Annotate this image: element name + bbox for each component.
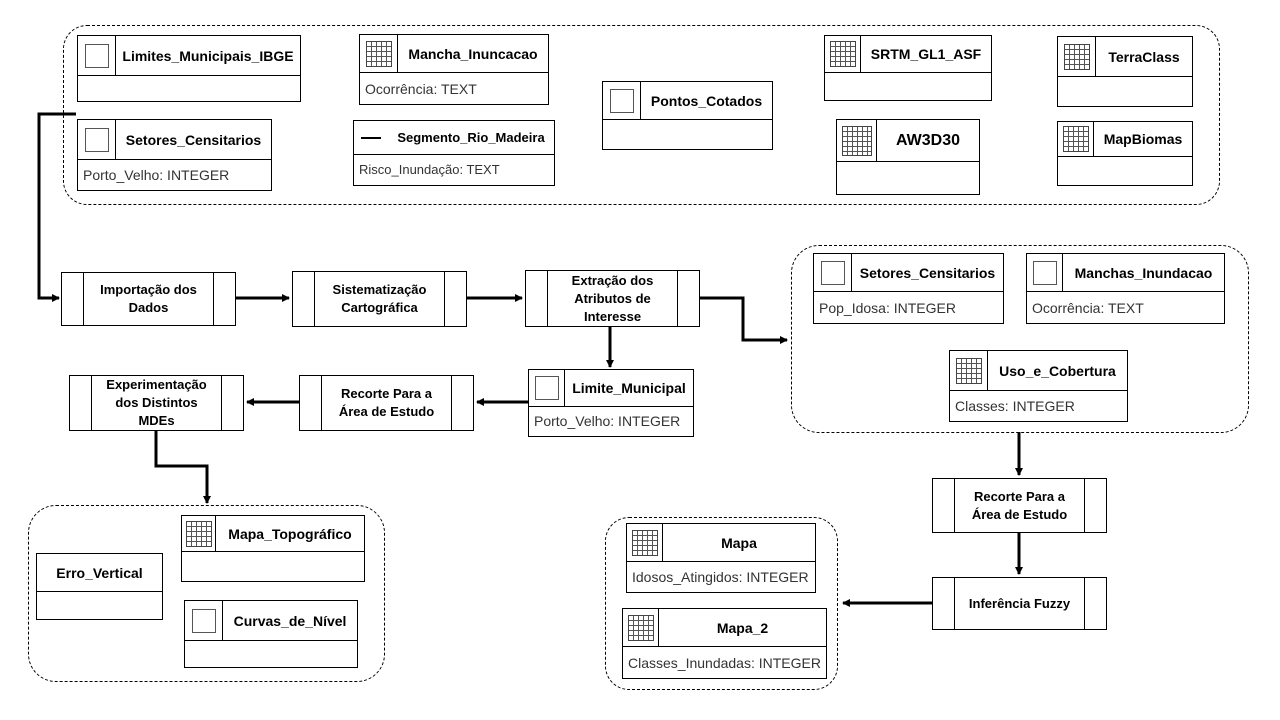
arrow-inputs-to-importacao [37,112,76,302]
process-label: Recorte Para a Área de Estudo [971,488,1068,522]
layer-title: Limites_Municipais_IBGE [122,47,294,64]
layer-title: TerraClass [1108,48,1180,65]
layer-mancha-inuncacao[interactable]: Mancha_Inuncacao Ocorrência: TEXT [359,34,549,105]
arrow-experimentacao-to-outputs [154,431,211,504]
layer-title: Mapa_2 [716,619,769,636]
layer-attribute: Pop_Idosa: INTEGER [819,300,956,316]
process-inferencia-fuzzy[interactable]: Inferência Fuzzy [932,577,1107,630]
layer-setores-censitarios-input[interactable]: Setores_Censitarios Porto_Velho: INTEGER [77,119,272,191]
layer-segmento-rio-madeira[interactable]: Segmento_Rio_Madeira Risco_Inundação: TE… [353,120,555,186]
raster-grid-icon [623,609,659,646]
layer-pontos-cotados[interactable]: Pontos_Cotados [602,81,773,150]
raster-grid-icon [360,35,398,72]
layer-title: Uso_e_Cobertura [999,362,1116,379]
layer-attribute: Porto_Velho: INTEGER [534,413,681,429]
layer-uso-e-cobertura[interactable]: Uso_e_Cobertura Classes: INTEGER [949,350,1128,422]
layer-title: Setores_Censitarios [859,264,996,281]
final-maps-group [605,517,838,690]
layer-attribute: Classes: INTEGER [955,398,1075,414]
process-sistematizacao-cartografica[interactable]: Sistematização Cartográfica [292,271,467,327]
layer-title: MapBiomas [1103,131,1183,147]
polygon-icon [78,36,116,75]
layer-title: Mapa [721,534,757,551]
polygon-icon [603,82,641,119]
dem-outputs-group [28,505,385,682]
process-label: Experimentação dos Distintos MDEs [106,377,207,428]
layer-limite-municipal[interactable]: Limite_Municipal Porto_Velho: INTEGER [528,369,694,437]
raster-grid-icon [837,120,877,161]
process-label: Importação dos Dados [100,282,197,315]
raster-grid-icon [825,36,861,72]
polygon-icon [1027,254,1063,291]
raster-grid-icon [1058,37,1096,76]
layer-mapa-topografico[interactable]: Mapa_Topográfico [181,515,365,582]
layer-srtm-gl1-asf[interactable]: SRTM_GL1_ASF [824,35,992,101]
polygon-icon [529,370,565,406]
layer-attribute: Ocorrência: TEXT [1032,300,1144,316]
layer-attribute: Risco_Inundação: TEXT [359,162,500,177]
layer-limites-municipais-ibge[interactable]: Limites_Municipais_IBGE [77,35,301,102]
layer-title: Manchas_Inundacao [1074,264,1213,281]
arrow-extracao-to-attributes [699,296,788,344]
layer-title: AW3D30 [895,131,961,149]
layer-attribute: Porto_Velho: INTEGER [83,167,230,183]
process-extracao-dos-atributos[interactable]: Extração dos Atributos de Interesse [525,270,700,327]
layer-attribute: Classes_Inundadas: INTEGER [628,655,821,671]
extracted-attributes-group [791,245,1249,433]
layer-setores-censitarios-attr[interactable]: Setores_Censitarios Pop_Idosa: INTEGER [813,253,1004,324]
layer-aw3d30[interactable]: AW3D30 [836,119,980,195]
raster-grid-icon [1058,122,1094,156]
process-label: Sistematização Cartográfica [332,282,427,315]
process-label: Extração dos Atributos de Interesse [571,272,654,324]
line-icon [354,121,388,154]
raster-grid-icon [627,524,663,561]
layer-title: Mapa_Topográfico [228,525,352,542]
layer-mapbiomas[interactable]: MapBiomas [1057,121,1193,186]
input-data-group [63,25,1220,205]
layer-title: Segmento_Rio_Madeira [397,130,545,145]
process-experimentacao-mdes[interactable]: Experimentação dos Distintos MDEs [69,375,244,431]
layer-attribute: Idosos_Atingidos: INTEGER [632,569,809,585]
layer-title: Pontos_Cotados [650,92,763,109]
layer-terraclass[interactable]: TerraClass [1057,36,1193,107]
polygon-icon [185,601,223,640]
layer-curvas-de-nivel[interactable]: Curvas_de_Nível [184,600,358,668]
layer-title: SRTM_GL1_ASF [870,46,982,62]
polygon-icon [814,254,852,291]
process-label: Inferência Fuzzy [968,595,1071,611]
layer-manchas-inundacao[interactable]: Manchas_Inundacao Ocorrência: TEXT [1026,253,1225,324]
raster-grid-icon [950,351,988,390]
layer-attribute: Ocorrência: TEXT [365,81,477,97]
process-recorte-area-estudo-right[interactable]: Recorte Para a Área de Estudo [932,478,1107,533]
process-importacao-dos-dados[interactable]: Importação dos Dados [61,272,236,326]
layer-erro-vertical[interactable]: Erro_Vertical [36,553,163,620]
process-label: Recorte Para a Área de Estudo [338,386,435,419]
layer-title: Limite_Municipal [572,380,686,396]
layer-title: Mancha_Inuncacao [408,45,538,62]
polygon-icon [78,120,116,159]
process-recorte-area-estudo-left[interactable]: Recorte Para a Área de Estudo [299,375,474,431]
raster-grid-icon [182,516,216,551]
layer-mapa-2[interactable]: Mapa_2 Classes_Inundadas: INTEGER [622,608,827,679]
layer-mapa[interactable]: Mapa Idosos_Atingidos: INTEGER [626,523,816,593]
layer-title: Erro_Vertical [56,564,143,581]
layer-title: Curvas_de_Nível [233,612,347,629]
layer-title: Setores_Censitarios [125,131,262,148]
